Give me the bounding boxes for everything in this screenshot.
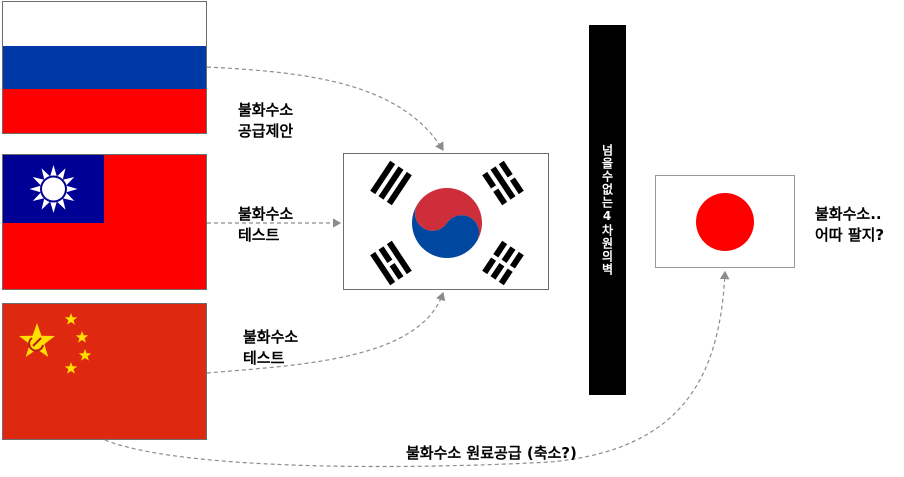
taegeuk-red	[414, 188, 482, 243]
china-japan-edge-label: 불화수소 원료공급 (축소?)	[406, 444, 577, 462]
taiwan-edge-label: 불화수소 테스트	[238, 205, 294, 244]
star-small-1	[64, 313, 78, 325]
star-small-4	[64, 362, 78, 374]
russia-stripe-red	[3, 89, 206, 133]
taiwan-canton	[3, 155, 104, 223]
four-dimensional-wall: 넘을수없는4차원의벽	[589, 25, 626, 395]
china-flag	[2, 303, 207, 440]
wall-label: 넘을수없는4차원의벽	[600, 144, 614, 276]
hammer-sickle-icon	[28, 337, 44, 352]
russia-flag	[2, 1, 207, 134]
taegeuk-icon	[370, 160, 524, 286]
star-large	[19, 323, 55, 357]
trigram-gon	[482, 240, 524, 286]
star-small-3	[78, 349, 92, 361]
taegeuk-blue	[412, 203, 480, 258]
korea-flag	[343, 153, 549, 290]
taiwan-flag	[2, 154, 207, 290]
russia-korea-arrow	[206, 66, 444, 152]
russia-stripe-blue	[3, 45, 206, 90]
star-small-2	[75, 331, 89, 343]
japan-note-label: 불화수소.. 어따 팔지?	[815, 205, 885, 244]
russia-stripe-white	[3, 2, 206, 46]
china-emblem-icon	[19, 313, 92, 374]
china-japan-arrow	[104, 270, 730, 468]
trigram-geon	[370, 160, 412, 206]
trigram-gam	[482, 160, 524, 206]
china-edge-label: 불화수소 테스트	[243, 328, 299, 367]
trigram-ri	[370, 240, 412, 286]
china-korea-arrow	[206, 291, 446, 374]
taegeuk	[412, 188, 482, 258]
japan-flag	[655, 175, 795, 268]
sun-disc	[42, 177, 65, 201]
russia-edge-label: 불화수소 공급제안	[238, 101, 294, 140]
white-sun-icon	[29, 165, 78, 213]
japan-red-disc	[696, 193, 754, 251]
